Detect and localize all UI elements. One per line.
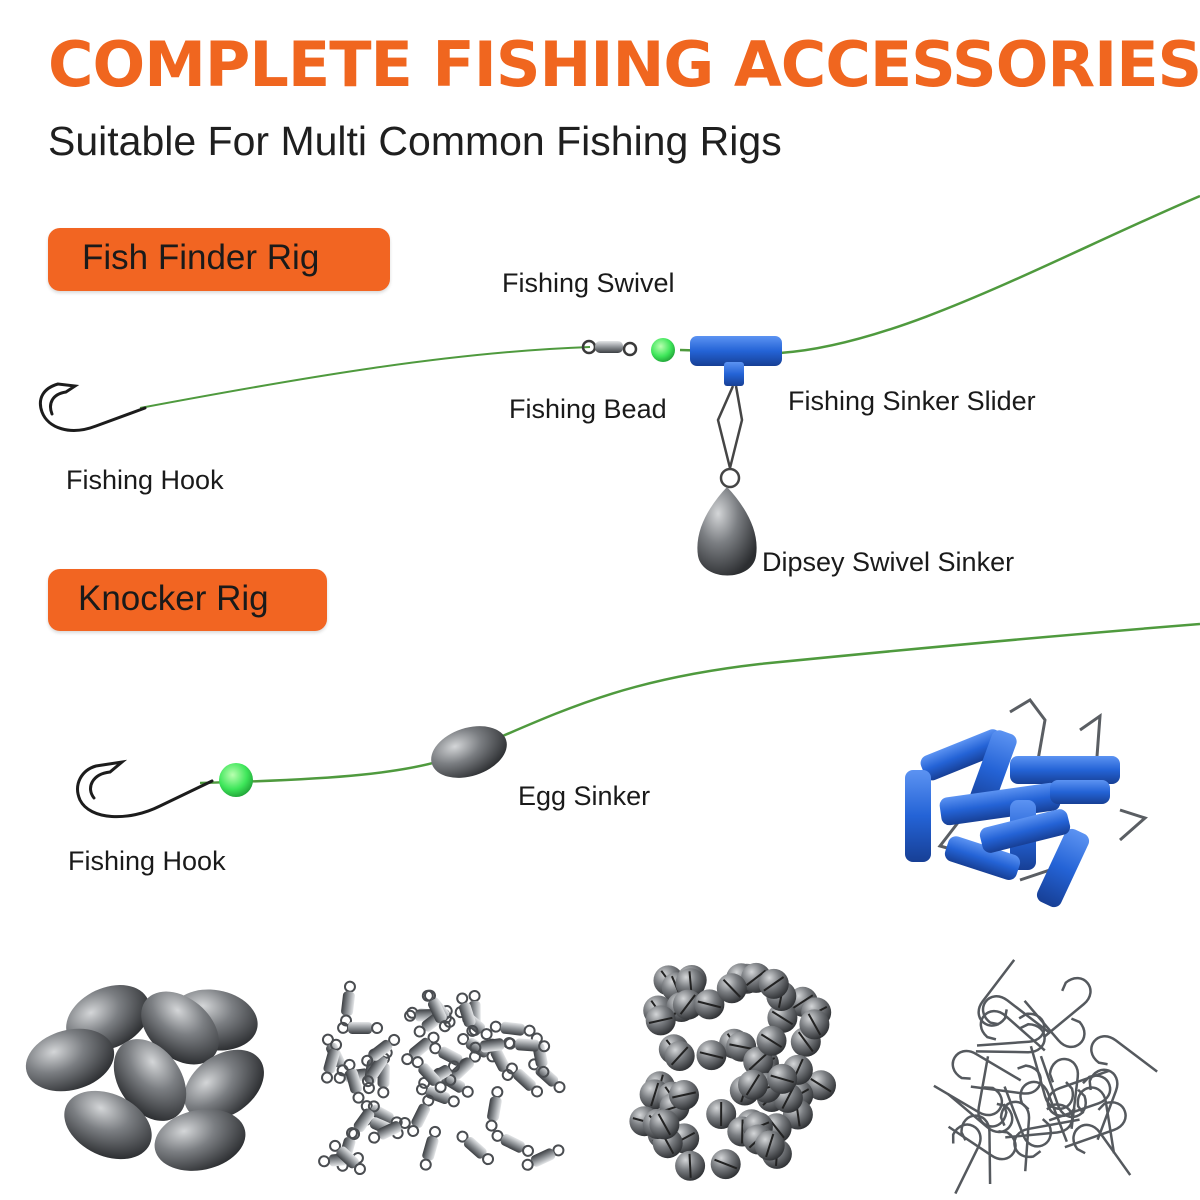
page-title: COMPLETE FISHING ACCESSORIES	[48, 28, 1200, 101]
fishing-line-1-main	[679, 194, 1200, 355]
egg-sinker-label: Egg Sinker	[518, 781, 651, 811]
egg-sinker-pile	[25, 985, 264, 1171]
swivel-pile	[318, 980, 566, 1176]
dipsey-sinker-label: Dipsey Swivel Sinker	[762, 547, 1015, 577]
fishing-swivel-label: Fishing Swivel	[502, 268, 675, 298]
fish-finder-rig-label: Fish Finder Rig	[82, 238, 320, 277]
fish-finder-rig-badge: Fish Finder Rig	[48, 228, 390, 291]
egg-sinker-icon	[431, 726, 507, 778]
sinker-slider-pile	[905, 698, 1148, 908]
fishing-line-2	[199, 622, 1200, 785]
hook-icon	[38, 382, 147, 432]
sinker-slider-label: Fishing Sinker Slider	[788, 386, 1036, 416]
hook-icon	[76, 759, 214, 819]
bead-icon	[219, 763, 253, 797]
hook-pile	[933, 959, 1158, 1195]
knocker-rig-badge: Knocker Rig	[48, 569, 327, 631]
dipsey-sinker-icon	[697, 487, 757, 576]
swivel-icon	[581, 339, 638, 357]
fishing-bead-label: Fishing Bead	[509, 394, 667, 424]
page-subtitle: Suitable For Multi Common Fishing Rigs	[48, 118, 782, 164]
split-shot-pile	[629, 962, 836, 1181]
fishing-hook-label-1: Fishing Hook	[66, 465, 224, 495]
knocker-rig-label: Knocker Rig	[78, 579, 269, 618]
fish-finder-rig	[38, 194, 1200, 576]
knocker-rig	[76, 622, 1200, 819]
fishing-line-1	[139, 346, 591, 409]
sinker-slider-icon	[690, 336, 782, 489]
fishing-hook-label-2: Fishing Hook	[68, 846, 226, 876]
bead-icon	[651, 338, 675, 362]
